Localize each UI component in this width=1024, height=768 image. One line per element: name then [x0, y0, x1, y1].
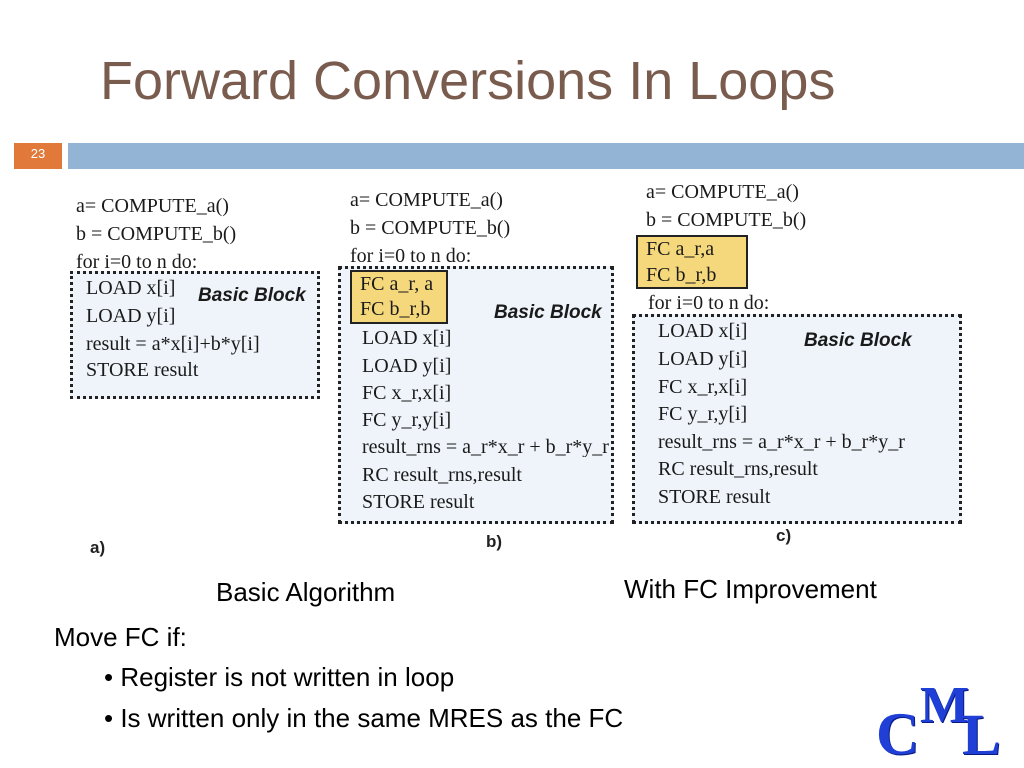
- code-line: result_rns = a_r*x_r + b_r*y_r: [658, 431, 905, 453]
- code-line: b = COMPUTE_b(): [350, 217, 511, 239]
- code-line: FC y_r,y[i]: [658, 403, 748, 425]
- code-line: LOAD y[i]: [362, 355, 452, 377]
- code-line: for i=0 to n do:: [648, 292, 770, 314]
- basic-block-label: Basic Block: [198, 285, 306, 306]
- basic-block-label: Basic Block: [804, 330, 912, 351]
- logo-letter-l: L: [962, 702, 1001, 767]
- code-line: FC y_r,y[i]: [362, 409, 452, 431]
- code-line: for i=0 to n do:: [76, 251, 198, 273]
- code-line: result = a*x[i]+b*y[i]: [86, 333, 260, 355]
- panel-label-a: a): [90, 538, 106, 557]
- code-line: LOAD y[i]: [86, 305, 176, 327]
- basic-block-c: [632, 314, 962, 524]
- basic-block-label: Basic Block: [494, 302, 602, 323]
- fc-highlight-box: [636, 235, 748, 289]
- bullet-item: • Is written only in the same MRES as th…: [104, 703, 624, 733]
- caption-fc-improvement: With FC Improvement: [624, 574, 877, 604]
- logo-letter-c: C: [876, 701, 920, 767]
- code-line: RC result_rns,result: [362, 464, 522, 486]
- code-line: a= COMPUTE_a(): [76, 195, 229, 217]
- slide-number-box: [14, 143, 62, 169]
- code-line: b = COMPUTE_b(): [76, 223, 237, 245]
- code-line: FC b_r,b: [360, 298, 431, 320]
- code-line: STORE result: [658, 486, 771, 508]
- code-line: LOAD y[i]: [658, 348, 748, 370]
- notes-heading: Move FC if:: [54, 622, 187, 652]
- code-line: STORE result: [86, 359, 199, 381]
- slide-title: Forward Conversions In Loops: [100, 51, 836, 111]
- panel-label-b: b): [486, 532, 503, 551]
- code-line: RC result_rns,result: [658, 458, 818, 480]
- fc-highlight-box: [350, 270, 448, 324]
- caption-basic-algorithm: Basic Algorithm: [216, 577, 396, 607]
- code-line: FC a_r, a: [360, 273, 434, 295]
- code-line: LOAD x[i]: [658, 320, 748, 342]
- code-line: for i=0 to n do:: [350, 245, 472, 267]
- logo-letter-m: M: [920, 677, 970, 734]
- slide-number: 23: [30, 146, 46, 161]
- code-line: FC x_r,x[i]: [362, 382, 452, 404]
- code-line: FC x_r,x[i]: [658, 376, 748, 398]
- code-line: LOAD x[i]: [86, 277, 176, 299]
- code-line: b = COMPUTE_b(): [646, 209, 807, 231]
- basic-block-a: [70, 271, 320, 399]
- code-line: FC a_r,a: [646, 238, 715, 260]
- bullet-item: • Register is not written in loop: [104, 662, 455, 692]
- title-divider-bar: [68, 143, 1024, 169]
- code-line: STORE result: [362, 491, 475, 513]
- code-line: result_rns = a_r*x_r + b_r*y_r: [362, 437, 609, 457]
- code-line: LOAD x[i]: [362, 327, 452, 349]
- code-line: a= COMPUTE_a(): [646, 181, 799, 203]
- code-line: FC b_r,b: [646, 264, 717, 286]
- code-line: a= COMPUTE_a(): [350, 189, 503, 211]
- panel-label-c: c): [776, 526, 792, 545]
